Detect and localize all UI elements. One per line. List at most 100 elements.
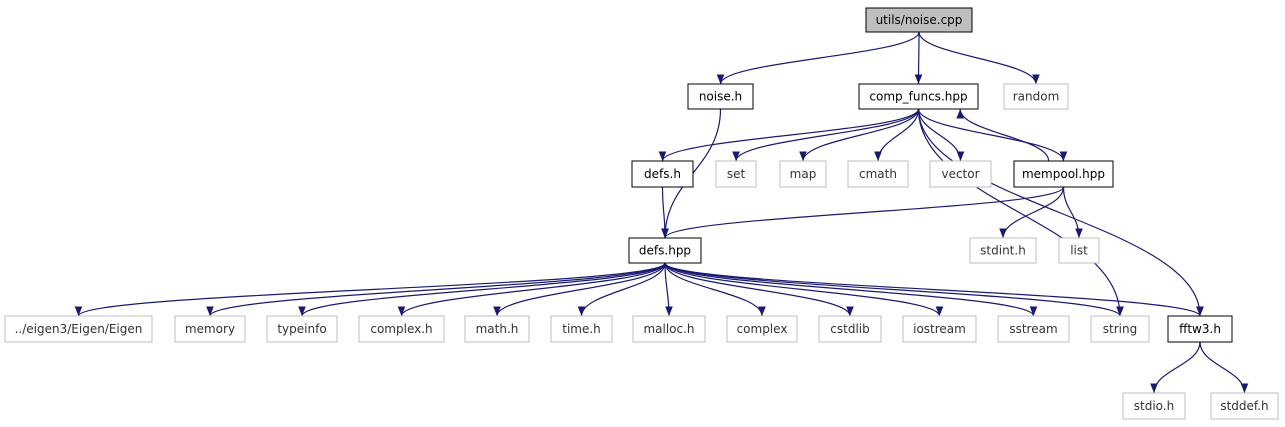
edge-comp_funcs-to-set xyxy=(732,108,920,162)
node-memory: memory xyxy=(174,315,246,343)
edge-comp_funcs-to-fftw3 xyxy=(917,108,1204,317)
edge-defs_hpp-to-sstream xyxy=(664,262,1038,317)
node-label: stddef.h xyxy=(1220,399,1268,413)
edge-noise_cpp-to-comp_funcs xyxy=(914,31,923,85)
node-box xyxy=(174,315,246,343)
node-box xyxy=(779,160,827,188)
node-iostream: iostream xyxy=(902,315,977,343)
node-stddef: stddef.h xyxy=(1210,392,1279,420)
node-random: random xyxy=(1003,83,1069,110)
node-box xyxy=(1090,315,1150,343)
node-malloc-h: malloc.h xyxy=(632,315,706,343)
edge-defs_hpp-to-complex xyxy=(664,262,766,317)
node-label: defs.h xyxy=(644,167,681,181)
node-label: defs.hpp xyxy=(639,244,691,258)
node-box xyxy=(847,160,909,188)
node-label: fftw3.h xyxy=(1179,322,1221,336)
edge-defs_h-to-defs_hpp xyxy=(661,186,669,239)
node-label: utils/noise.cpp xyxy=(876,13,963,27)
node-box xyxy=(4,315,153,343)
edge-mempool-to-list xyxy=(1062,186,1083,239)
node-box xyxy=(1003,83,1069,110)
node-label: cmath xyxy=(859,167,897,181)
edges-layer xyxy=(74,31,1249,394)
node-defs-hpp[interactable]: defs.hpp xyxy=(628,237,702,264)
edge-defs_hpp-to-memory xyxy=(206,262,666,317)
node-math-h: math.h xyxy=(464,315,530,343)
node-box xyxy=(628,237,702,264)
node-label: typeinfo xyxy=(277,322,326,336)
node-label: stdint.h xyxy=(980,244,1026,258)
node-label: mempool.hpp xyxy=(1022,167,1105,181)
node-stdint: stdint.h xyxy=(969,237,1037,264)
node-noise-cpp[interactable]: utils/noise.cpp xyxy=(865,7,973,33)
node-box xyxy=(358,315,445,343)
edge-comp_funcs-to-string xyxy=(917,108,1124,317)
edge-defs_hpp-to-iostream xyxy=(664,262,944,317)
node-box xyxy=(929,160,992,188)
edge-defs_hpp-to-fftw3 xyxy=(664,262,1204,317)
node-label: complex xyxy=(737,322,788,336)
edge-comp_funcs-to-cmath xyxy=(874,108,920,162)
node-complex: complex xyxy=(726,315,798,343)
edge-comp_funcs-to-mempool xyxy=(917,108,1068,162)
node-box xyxy=(858,83,979,110)
node-stdio: stdio.h xyxy=(1122,392,1186,420)
node-label: malloc.h xyxy=(643,322,694,336)
node-label: cstdlib xyxy=(830,322,869,336)
node-comp-funcs[interactable]: comp_funcs.hpp xyxy=(858,83,979,110)
edge-defs_hpp-to-eigen xyxy=(74,262,666,317)
node-label: random xyxy=(1013,90,1060,104)
node-mempool[interactable]: mempool.hpp xyxy=(1013,160,1114,188)
node-box xyxy=(464,315,530,343)
node-cstdlib: cstdlib xyxy=(818,315,882,343)
node-label: stdio.h xyxy=(1134,399,1174,413)
edge-mempool-to-stdint xyxy=(999,186,1065,239)
edge-defs_hpp-to-typeinfo xyxy=(298,262,666,317)
node-label: set xyxy=(727,167,746,181)
node-list: list xyxy=(1058,237,1100,264)
node-defs-h[interactable]: defs.h xyxy=(631,160,694,188)
node-box xyxy=(997,315,1070,343)
node-box xyxy=(550,315,613,343)
node-label: map xyxy=(790,167,817,181)
node-string: string xyxy=(1090,315,1150,343)
node-time-h: time.h xyxy=(550,315,613,343)
edge-comp_funcs-to-map xyxy=(799,108,920,162)
node-fftw3[interactable]: fftw3.h xyxy=(1167,315,1233,343)
node-complex-h: complex.h xyxy=(358,315,445,343)
edge-defs_hpp-to-math_h xyxy=(493,262,666,317)
node-label: list xyxy=(1070,244,1088,258)
edge-noise_cpp-to-noise_h xyxy=(716,31,920,85)
node-noise-h[interactable]: noise.h xyxy=(687,83,754,110)
edge-fftw3-to-stddef xyxy=(1199,341,1249,394)
edge-defs_hpp-to-string xyxy=(664,262,1124,317)
node-box xyxy=(715,160,757,188)
node-set: set xyxy=(715,160,757,188)
node-box xyxy=(1167,315,1233,343)
node-box xyxy=(818,315,882,343)
node-box xyxy=(865,7,973,33)
node-label: iostream xyxy=(913,322,966,336)
node-box xyxy=(631,160,694,188)
node-box xyxy=(687,83,754,110)
edge-mempool-to-defs_hpp xyxy=(661,186,1065,239)
edge-defs_hpp-to-time_h xyxy=(577,262,666,317)
node-box xyxy=(632,315,706,343)
edge-fftw3-to-stdio xyxy=(1150,341,1201,394)
node-typeinfo: typeinfo xyxy=(266,315,338,343)
edge-comp_funcs-to-vector xyxy=(917,108,965,162)
node-label: math.h xyxy=(476,322,519,336)
node-cmath: cmath xyxy=(847,160,909,188)
node-box xyxy=(1058,237,1100,264)
node-label: comp_funcs.hpp xyxy=(869,90,967,104)
node-sstream: sstream xyxy=(997,315,1070,343)
node-box xyxy=(1122,392,1186,420)
node-box xyxy=(902,315,977,343)
nodes-layer: utils/noise.cpp noise.h comp_funcs.hpp rand… xyxy=(4,7,1279,420)
edge-mempool-to-comp_funcs xyxy=(956,108,1050,162)
node-label: complex.h xyxy=(370,322,432,336)
node-box xyxy=(266,315,338,343)
node-label: sstream xyxy=(1009,322,1057,336)
node-map: map xyxy=(779,160,827,188)
